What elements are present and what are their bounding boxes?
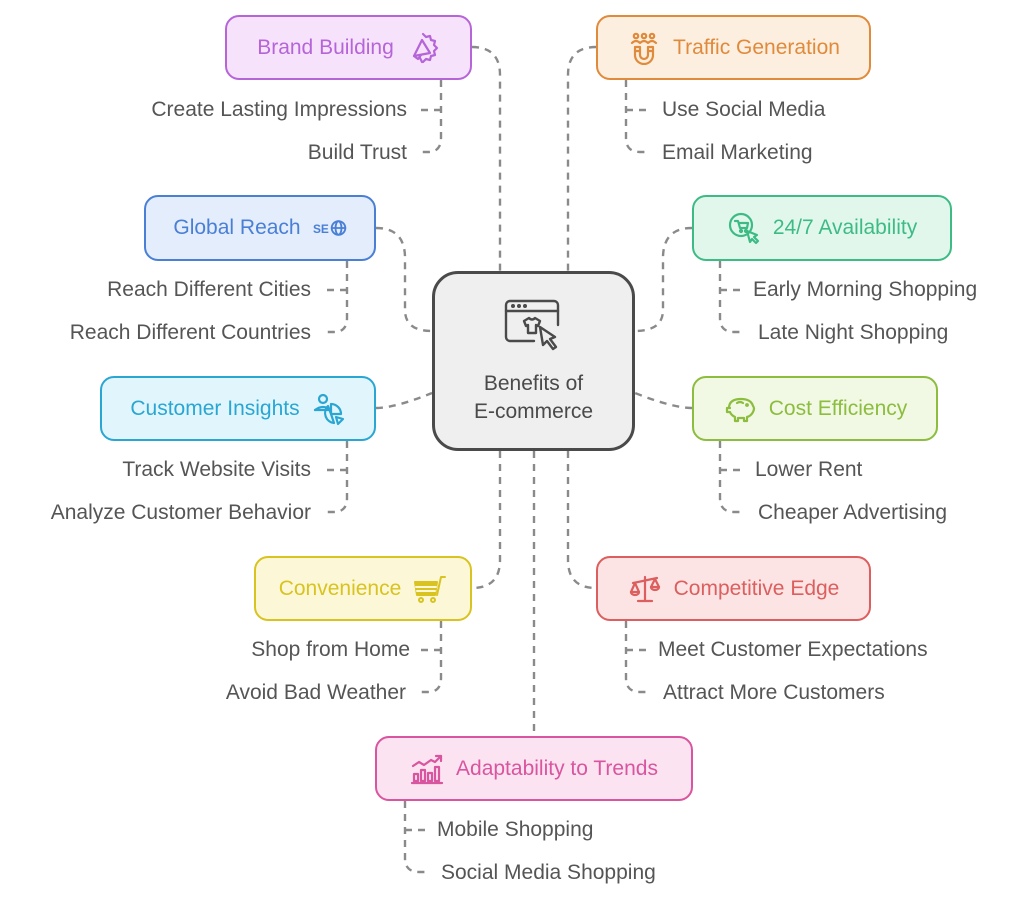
connector-leaf bbox=[418, 80, 443, 154]
connector-traffic-generation bbox=[566, 45, 597, 271]
leaf-track-website-visits: Track Website Visits bbox=[122, 458, 311, 481]
cart-click-icon bbox=[727, 211, 761, 245]
node-label: Brand Building bbox=[257, 35, 394, 59]
leaf-analyze-customer-behavior: Analyze Customer Behavior bbox=[50, 501, 311, 524]
leaf-use-social-media: Use Social Media bbox=[662, 98, 826, 121]
seo-globe-icon: SE bbox=[313, 211, 347, 245]
node-label: 24/7 Availability bbox=[772, 216, 918, 239]
node-traffic-generation[interactable]: Traffic Generation bbox=[596, 15, 871, 80]
megaphone-badge-icon bbox=[406, 31, 440, 65]
leaf-create-lasting-impressions: Create Lasting Impressions bbox=[151, 98, 407, 121]
leaf-late-night-shopping: Late Night Shopping bbox=[758, 321, 949, 344]
central-topic-title: Benefits of E-commerce bbox=[474, 370, 593, 426]
central-topic-title-line-1: Benefits of bbox=[483, 371, 584, 395]
connector-leaf bbox=[624, 80, 650, 154]
node-label: Adaptability to Trends bbox=[456, 756, 658, 780]
connector-availability bbox=[634, 226, 693, 333]
central-topic-title-line-2: E-commerce bbox=[473, 399, 594, 423]
leaf-reach-different-countries: Reach Different Countries bbox=[69, 321, 311, 344]
connector-leaf bbox=[324, 441, 349, 514]
connector-cost-efficiency bbox=[634, 391, 693, 410]
connector-convenience bbox=[471, 451, 502, 590]
connector-competitive-edge bbox=[566, 451, 597, 590]
shopping-cart-icon bbox=[413, 572, 447, 606]
central-topic-node[interactable]: Benefits of E-commerce bbox=[432, 271, 635, 451]
leaf-lower-rent: Lower Rent bbox=[755, 458, 863, 481]
magnet-people-icon bbox=[627, 31, 661, 65]
leaf-social-media-shopping: Social Media Shopping bbox=[441, 861, 656, 884]
node-customer-insights[interactable]: Customer Insights bbox=[100, 376, 376, 441]
connector-leaf bbox=[403, 801, 429, 874]
balance-scale-icon bbox=[628, 572, 662, 606]
node-label: Cost Efficiency bbox=[768, 396, 908, 420]
node-label: Convenience bbox=[278, 576, 402, 600]
leaf-reach-different-cities: Reach Different Cities bbox=[107, 278, 311, 301]
node-label: Customer Insights bbox=[130, 396, 300, 420]
leaf-early-morning-shopping: Early Morning Shopping bbox=[753, 278, 978, 301]
node-brand-building[interactable]: Brand Building bbox=[225, 15, 472, 80]
node-global-reach[interactable]: Global Reach SE bbox=[144, 195, 376, 261]
piggy-bank-icon bbox=[723, 392, 757, 426]
connector-leaf bbox=[718, 441, 744, 514]
connector-global-reach bbox=[375, 226, 433, 333]
node-label: Global Reach bbox=[173, 216, 301, 239]
leaf-meet-customer-expectations: Meet Customer Expectations bbox=[658, 638, 928, 661]
leaf-email-marketing: Email Marketing bbox=[662, 141, 813, 164]
leaf-mobile-shopping: Mobile Shopping bbox=[437, 818, 594, 841]
svg-text:SE: SE bbox=[313, 222, 329, 236]
browser-shirt-cursor-icon bbox=[502, 297, 566, 364]
leaf-cheaper-advertising: Cheaper Advertising bbox=[758, 501, 948, 524]
leaf-attract-more-customers: Attract More Customers bbox=[663, 681, 885, 704]
node-competitive-edge[interactable]: Competitive Edge bbox=[596, 556, 871, 621]
node-convenience[interactable]: Convenience bbox=[254, 556, 472, 621]
connector-customer-insights bbox=[375, 391, 433, 410]
connector-leaf bbox=[324, 261, 349, 334]
node-cost-efficiency[interactable]: Cost Efficiency bbox=[692, 376, 938, 441]
connector-leaf bbox=[718, 261, 744, 334]
connector-leaf bbox=[418, 621, 443, 694]
node-adaptability[interactable]: Adaptability to Trends bbox=[375, 736, 693, 801]
leaf-shop-from-home: Shop from Home bbox=[251, 638, 410, 661]
node-availability[interactable]: 24/7 Availability bbox=[692, 195, 952, 261]
node-label: Traffic Generation bbox=[673, 35, 840, 59]
trend-chart-icon bbox=[410, 752, 444, 786]
leaf-build-trust: Build Trust bbox=[307, 141, 407, 164]
connector-brand-building bbox=[471, 45, 502, 271]
leaf-avoid-bad-weather: Avoid Bad Weather bbox=[225, 681, 406, 704]
connector-leaf bbox=[624, 621, 650, 694]
user-pie-chart-icon bbox=[312, 392, 346, 426]
node-label: Competitive Edge bbox=[673, 576, 840, 600]
